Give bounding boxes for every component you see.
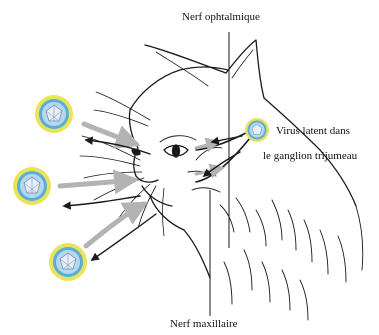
cat-head-outline	[129, 40, 362, 320]
ophthalmic-nerve-label: Nerf ophtalmique	[182, 11, 260, 23]
virus-particle-middle	[13, 167, 51, 205]
virus-particle-top	[35, 95, 73, 133]
whiskers	[80, 92, 164, 236]
virus-particle-bottom	[49, 243, 87, 281]
latent-virus-label-line2: le ganglion trijumeau	[263, 150, 357, 162]
maxillary-nerve-label: Nerf maxillaire	[170, 318, 238, 330]
latent-virus-label-line1: Virus latent dans	[276, 125, 350, 137]
latent-virus-ganglion	[245, 118, 269, 142]
grey-entry-arrows	[60, 124, 222, 246]
